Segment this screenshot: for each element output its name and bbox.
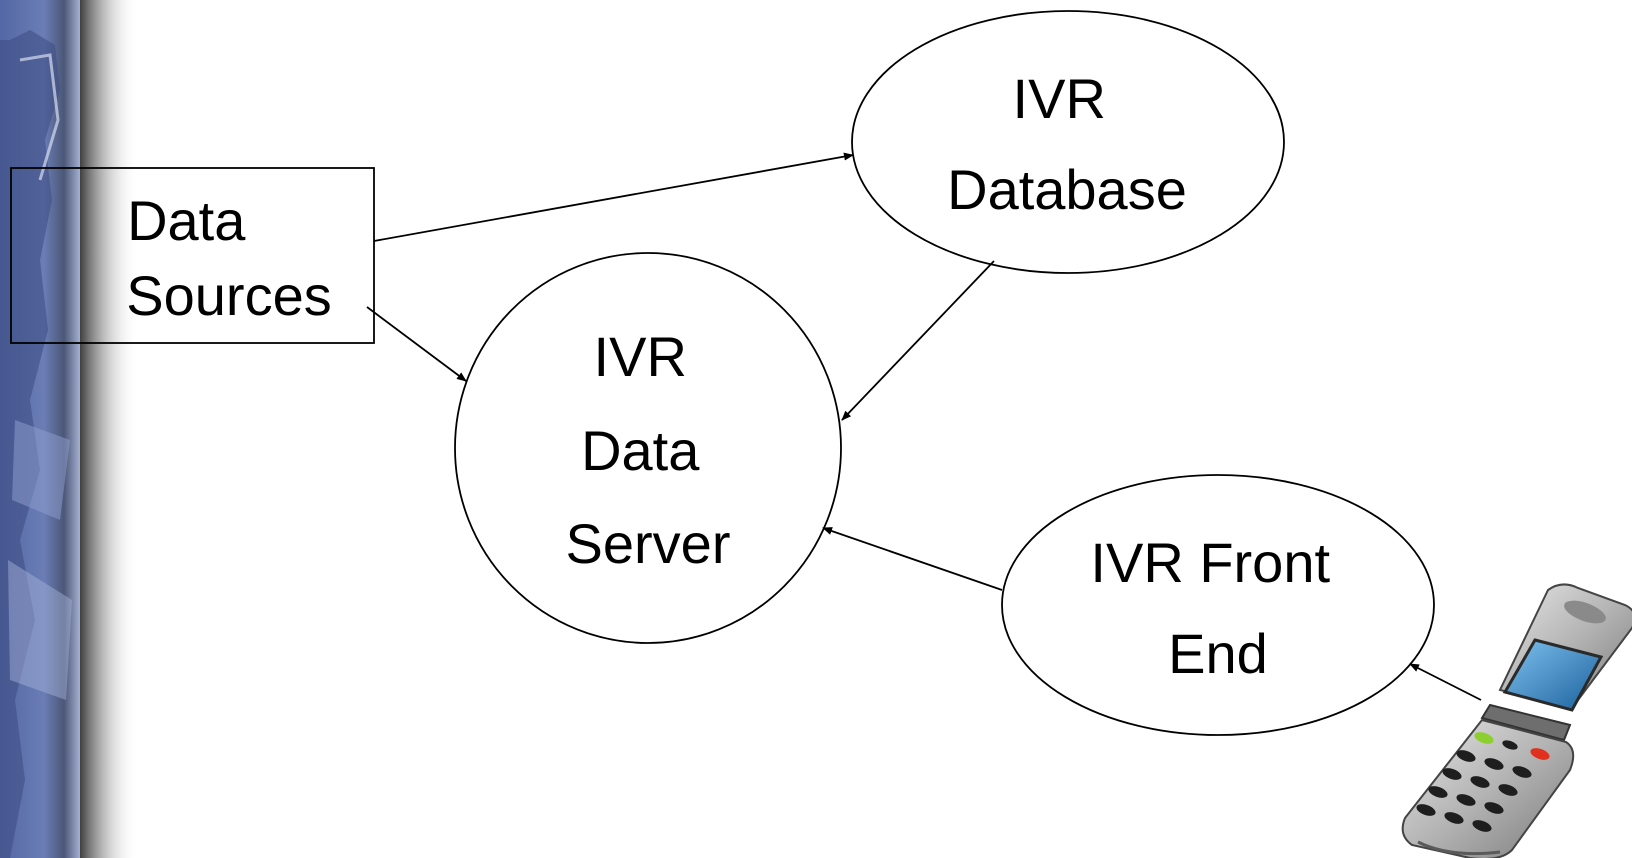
ivr-database-label-line-2: Database [947, 158, 1187, 221]
ivr-data-server-label-line-2: Data [581, 419, 700, 482]
edge-ivr-front-end-to-ivr-data-server [822, 527, 1003, 591]
ivr-front-end-label: IVR Front End [1090, 531, 1345, 685]
edge-data-sources-to-ivr-database [373, 152, 854, 242]
sidebar-decoration [0, 0, 138, 858]
data-sources-label-line-2: Sources [126, 264, 331, 327]
ivr-front-end-label-line-1: IVR Front [1090, 531, 1330, 594]
ivr-front-end-label-line-2: End [1168, 622, 1268, 685]
ivr-data-server-circle [454, 252, 842, 644]
ivr-data-server-label-line-1: IVR [594, 325, 687, 388]
flip-phone-icon [1401, 583, 1632, 858]
ivr-database-ellipse [851, 10, 1285, 274]
edges [366, 152, 1482, 701]
data-sources-label: Data Sources [126, 189, 331, 327]
ivr-database-label: IVR Database [947, 67, 1187, 221]
node-ivr-database: IVR Database [851, 10, 1285, 274]
ivr-data-server-label-line-3: Server [566, 512, 731, 575]
ivr-data-server-label: IVR Data Server [566, 325, 731, 575]
edge-data-sources-to-ivr-data-server [366, 306, 467, 382]
node-ivr-data-server: IVR Data Server [454, 252, 842, 644]
ivr-database-label-line-1: IVR [1013, 67, 1106, 130]
node-ivr-front-end: IVR Front End [1001, 474, 1435, 736]
ivr-front-end-ellipse [1001, 474, 1435, 736]
data-sources-label-line-1: Data [127, 189, 246, 252]
node-data-sources: Data Sources [10, 167, 375, 344]
edge-phone-to-ivr-front-end [1409, 663, 1482, 701]
edge-ivr-database-to-ivr-data-server [841, 260, 995, 421]
phone-keypad [1416, 732, 1550, 832]
data-sources-box [10, 167, 375, 344]
